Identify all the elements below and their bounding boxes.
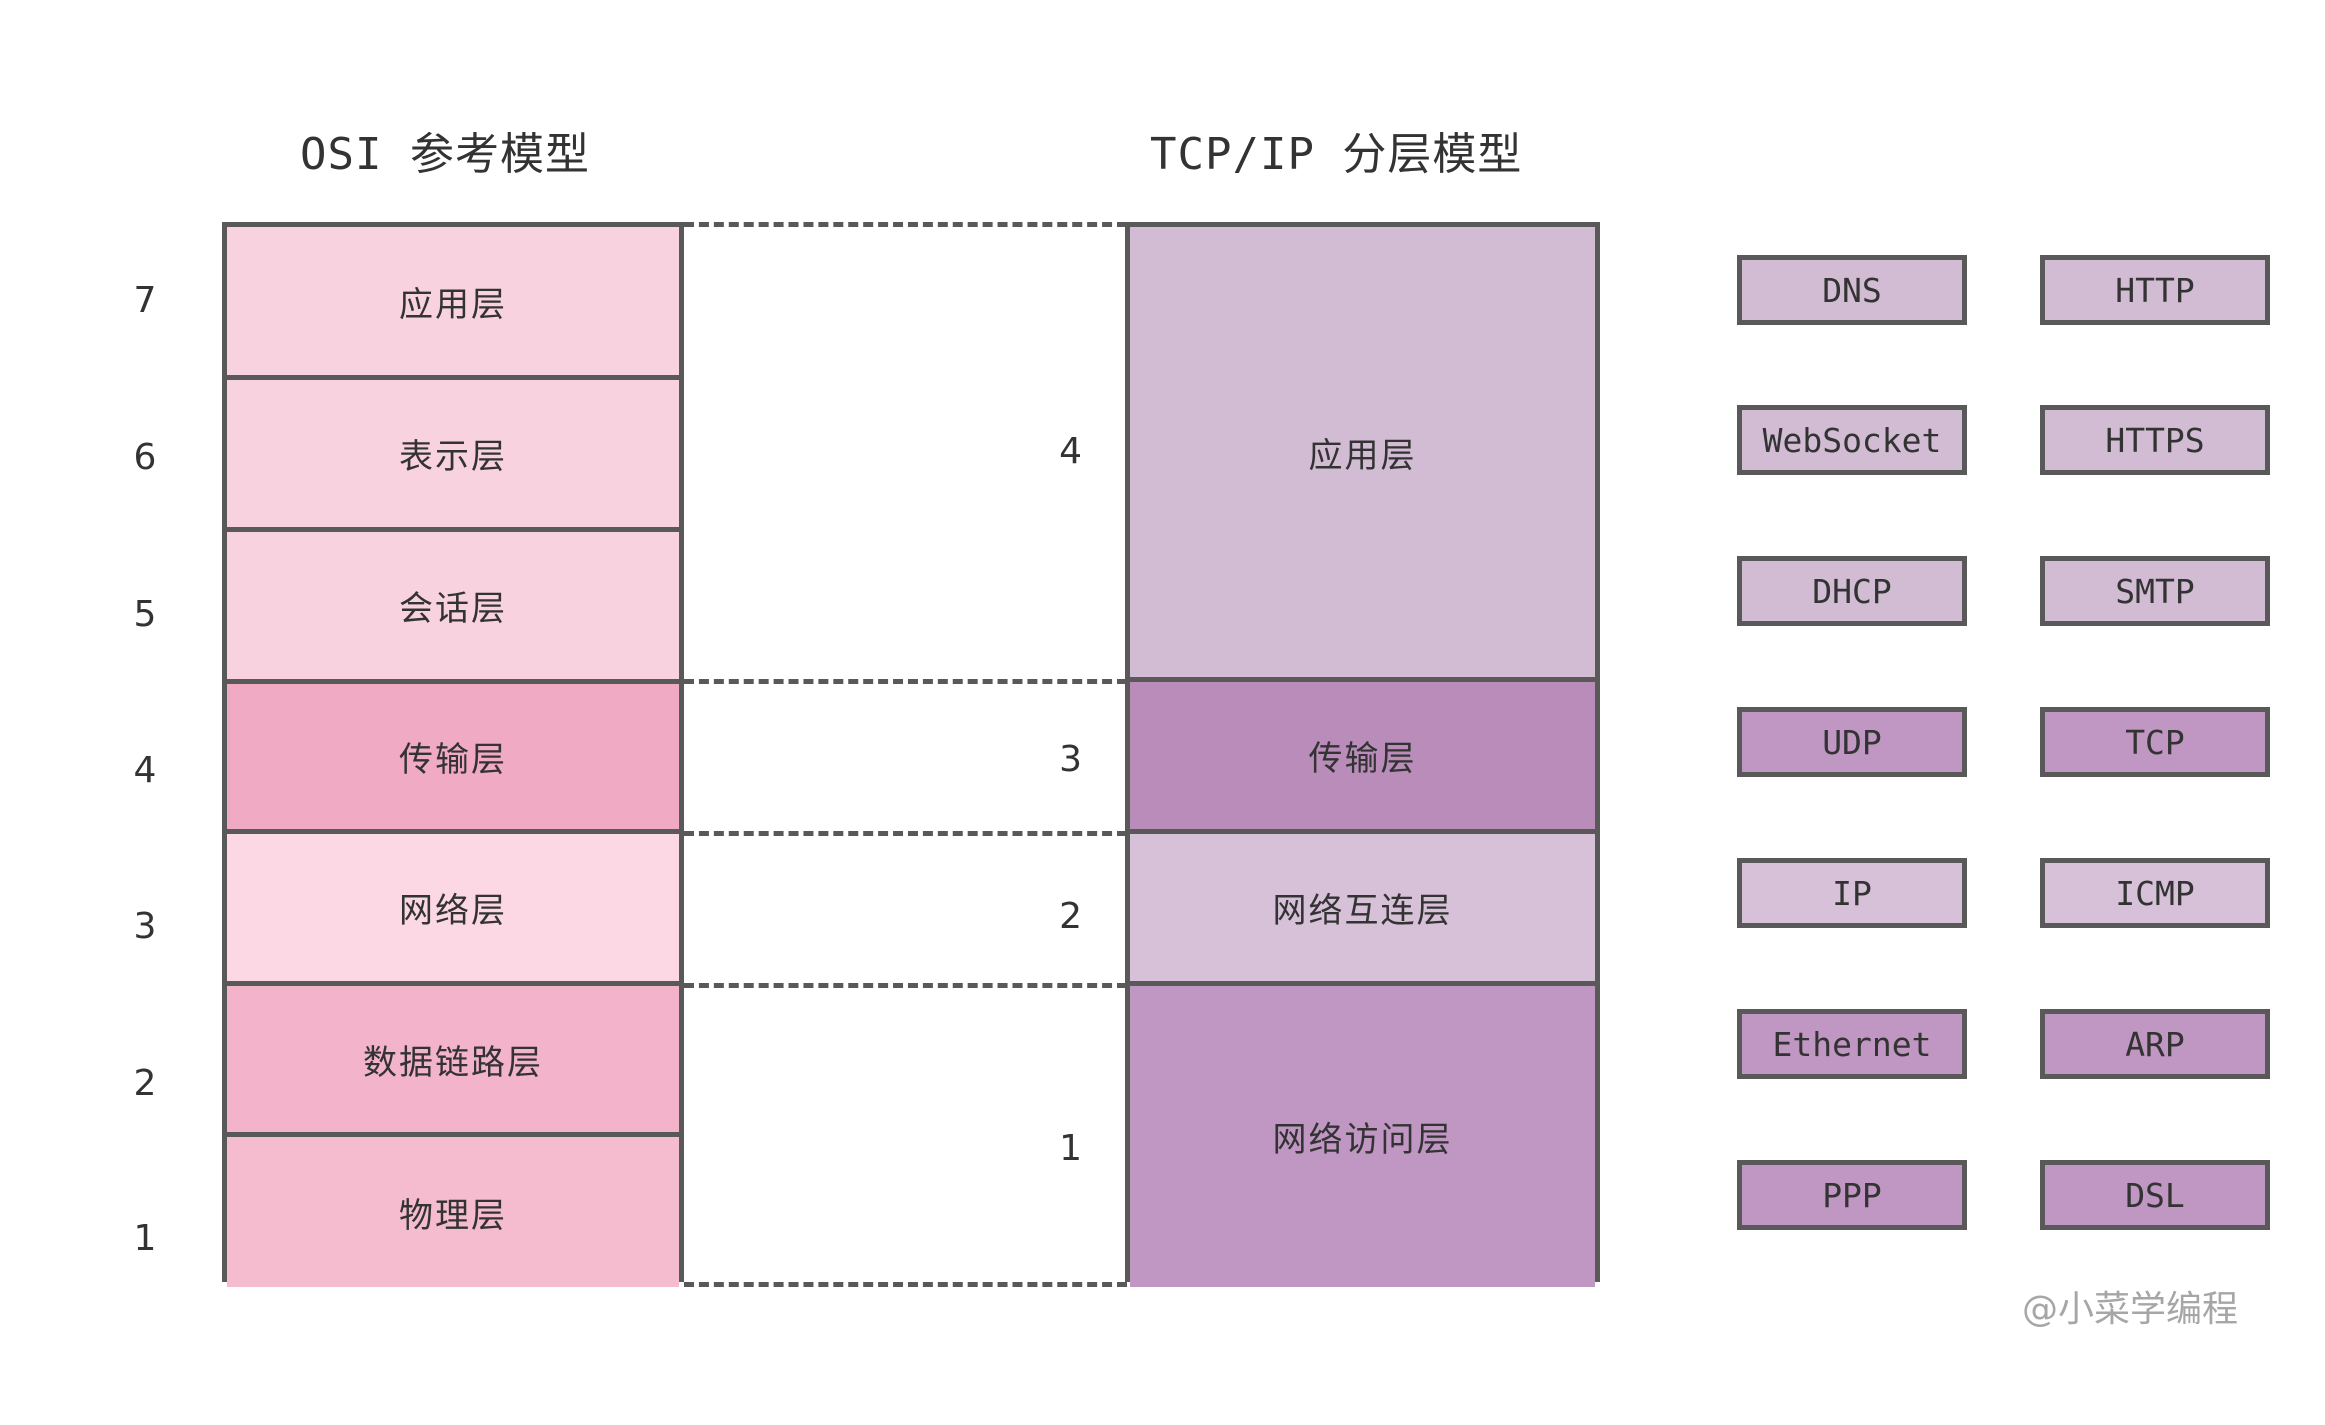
osi-layer-3: 网络层 (227, 834, 679, 986)
protocol-chip-label: HTTP (2115, 270, 2195, 310)
protocol-chip-ethernet[interactable]: Ethernet (1737, 1009, 1967, 1079)
osi-layer-number-2: 2 (133, 1062, 157, 1104)
tcpip-layer-number-1: 1 (1059, 1127, 1082, 1169)
protocol-chip-label: ARP (2125, 1024, 2185, 1064)
osi-layer-number-7: 7 (133, 279, 157, 321)
protocol-chip-ppp[interactable]: PPP (1737, 1160, 1967, 1230)
osi-layer-number-1: 1 (133, 1218, 157, 1259)
protocol-chip-tcp[interactable]: TCP (2040, 707, 2270, 777)
dashed-connector-2 (684, 679, 1127, 684)
osi-layer-label: 表示层 (399, 437, 507, 477)
protocol-chip-https[interactable]: HTTPS (2040, 405, 2270, 475)
osi-layer-number-6: 6 (133, 437, 157, 478)
osi-layer-number-3: 3 (133, 906, 157, 947)
tcpip-layer-number-2: 2 (1059, 896, 1082, 937)
osi-layer-label: 传输层 (399, 740, 507, 780)
protocol-chip-label: ICMP (2115, 873, 2195, 913)
protocol-chip-label: Ethernet (1772, 1024, 1932, 1064)
osi-model-title: OSI 参考模型 (300, 129, 590, 180)
protocol-chip-label: UDP (1822, 722, 1882, 762)
protocol-chip-http[interactable]: HTTP (2040, 255, 2270, 325)
osi-layer-7: 应用层 (227, 227, 679, 380)
dashed-connector-3 (684, 831, 1127, 836)
protocol-chip-udp[interactable]: UDP (1737, 707, 1967, 777)
protocol-chip-label: SMTP (2115, 571, 2195, 611)
protocol-chip-websocket[interactable]: WebSocket (1737, 405, 1967, 475)
protocol-chip-label: DNS (1822, 270, 1882, 310)
osi-layer-5: 会话层 (227, 532, 679, 684)
osi-layer-2: 数据链路层 (227, 986, 679, 1137)
tcpip-layer-3: 传输层 (1130, 682, 1595, 834)
osi-layer-1: 物理层 (227, 1137, 679, 1287)
protocol-chip-dsl[interactable]: DSL (2040, 1160, 2270, 1230)
protocol-chip-dns[interactable]: DNS (1737, 255, 1967, 325)
tcpip-layer-2: 网络互连层 (1130, 834, 1595, 986)
tcpip-layer-label: 应用层 (1308, 435, 1417, 476)
osi-layer-label: 物理层 (399, 1195, 507, 1236)
protocol-chip-label: TCP (2125, 722, 2185, 762)
protocol-chip-dhcp[interactable]: DHCP (1737, 556, 1967, 626)
osi-layer-number-4: 4 (133, 750, 157, 791)
tcpip-layer-1: 网络访问层 (1130, 986, 1595, 1287)
tcpip-model-title: TCP/IP 分层模型 (1150, 129, 1523, 180)
osi-layer-stack: 应用层表示层会话层传输层网络层数据链路层物理层 (222, 222, 684, 1287)
protocol-chip-smtp[interactable]: SMTP (2040, 556, 2270, 626)
tcpip-layer-label: 传输层 (1308, 739, 1417, 779)
protocol-chip-label: DHCP (1812, 571, 1892, 611)
osi-layer-label: 网络层 (399, 891, 507, 931)
protocol-chip-label: HTTPS (2105, 420, 2205, 460)
protocol-chip-label: DSL (2125, 1175, 2185, 1215)
protocol-chip-ip[interactable]: IP (1737, 858, 1967, 928)
protocol-chip-label: IP (1832, 873, 1872, 913)
osi-layer-label: 应用层 (399, 284, 507, 325)
tcpip-layer-4: 应用层 (1130, 227, 1595, 682)
tcpip-layer-label: 网络互连层 (1272, 891, 1453, 931)
tcpip-layer-number-4: 4 (1059, 430, 1082, 472)
tcpip-layer-stack: 应用层传输层网络互连层网络访问层 (1125, 222, 1600, 1287)
osi-layer-6: 表示层 (227, 380, 679, 532)
tcpip-layer-number-3: 3 (1059, 739, 1082, 780)
osi-layer-label: 数据链路层 (363, 1042, 543, 1083)
protocol-chip-label: PPP (1822, 1175, 1882, 1215)
dashed-connector-5 (684, 1282, 1127, 1287)
osi-layer-4: 传输层 (227, 684, 679, 834)
dashed-connector-4 (684, 983, 1127, 988)
osi-layer-number-5: 5 (133, 594, 157, 635)
watermark: @小菜学编程 (2022, 1289, 2239, 1330)
osi-layer-label: 会话层 (399, 589, 507, 629)
protocol-chip-arp[interactable]: ARP (2040, 1009, 2270, 1079)
protocol-chip-icmp[interactable]: ICMP (2040, 858, 2270, 928)
protocol-chip-label: WebSocket (1762, 420, 1942, 460)
dashed-connector-1 (684, 222, 1127, 227)
tcpip-layer-label: 网络访问层 (1272, 1120, 1453, 1160)
